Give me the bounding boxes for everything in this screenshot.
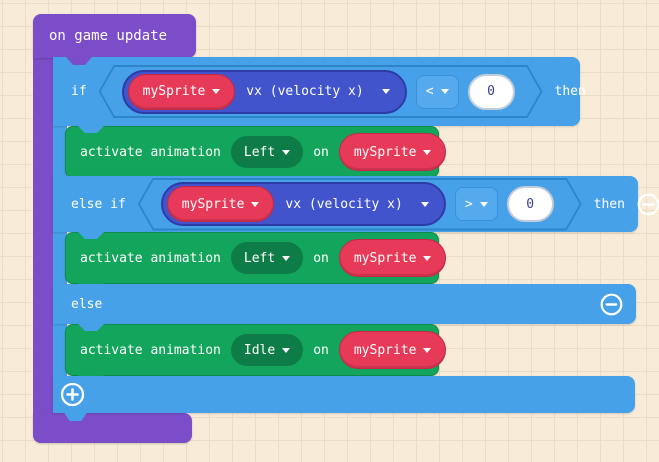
number-value: 0	[526, 196, 535, 212]
if-block-bottom-tab	[63, 411, 88, 421]
if-block-top-notch	[66, 57, 92, 65]
dropdown-caret-icon	[251, 202, 259, 207]
on-game-update-block[interactable]: on game update	[33, 14, 196, 58]
plus-icon	[60, 382, 85, 407]
dropdown-caret-icon	[423, 255, 432, 261]
minus-icon	[637, 193, 659, 215]
remove-branch-button[interactable]	[600, 293, 623, 316]
add-branch-button[interactable]	[60, 382, 85, 407]
number-value: 0	[487, 84, 495, 99]
minus-icon	[600, 293, 623, 315]
activate-animation-label: activate animation	[80, 342, 221, 358]
animation-dropdown[interactable]: Left	[230, 136, 304, 168]
property-label: vx (velocity x)	[246, 84, 364, 99]
activate-animation-block[interactable]: activate animation Left on mySprite	[65, 232, 447, 284]
dropdown-caret-icon	[282, 255, 291, 261]
then-label: then	[554, 84, 586, 99]
condition-slot: mySprite vx (velocity x) < 0	[99, 65, 543, 118]
else-row[interactable]: else	[53, 284, 636, 324]
dropdown-caret-icon	[480, 202, 488, 207]
activate-animation-block[interactable]: activate animation Left on mySprite	[65, 126, 447, 178]
operator-dropdown[interactable]: <	[416, 75, 459, 109]
dropdown-caret-icon	[423, 149, 432, 155]
condition-slot: mySprite vx (velocity x) > 0	[138, 178, 582, 231]
number-input[interactable]: 0	[468, 74, 515, 110]
animation-dropdown-label: Idle	[243, 342, 276, 358]
activate-animation-label: activate animation	[80, 250, 221, 266]
sprite-property-block[interactable]: mySprite vx (velocity x)	[161, 182, 446, 226]
dropdown-caret-icon	[212, 89, 220, 94]
on-game-update-footer[interactable]	[33, 413, 192, 443]
sprite-dropdown[interactable]: mySprite	[338, 331, 447, 369]
if-block-spine	[53, 57, 67, 413]
property-label: vx (velocity x)	[285, 196, 403, 212]
else-if-row[interactable]: else if mySprite vx (velocity x) > 0	[53, 176, 659, 232]
activate-animation-block[interactable]: activate animation Idle on mySprite	[65, 324, 447, 376]
animation-dropdown-label: Left	[243, 250, 276, 266]
on-game-update-spine	[33, 30, 53, 443]
dropdown-caret-icon	[423, 347, 432, 353]
if-header-row[interactable]: if mySprite vx (velocity x) < 0	[53, 57, 586, 126]
operator-label: >	[464, 196, 473, 212]
animation-dropdown[interactable]: Left	[230, 242, 304, 274]
event-label: on game update	[49, 28, 168, 44]
sprite-dropdown-label: mySprite	[353, 250, 417, 266]
dropdown-caret-icon[interactable]	[382, 89, 390, 94]
on-label: on	[313, 144, 329, 160]
then-label: then	[593, 196, 625, 212]
operator-label: <	[425, 84, 434, 99]
else-label: else	[71, 296, 103, 312]
sprite-dropdown-label: mySprite	[181, 196, 245, 212]
operator-dropdown[interactable]: >	[455, 187, 498, 221]
dropdown-caret-icon	[441, 89, 449, 94]
animation-dropdown-label: Left	[243, 144, 276, 160]
sprite-dropdown-label: mySprite	[142, 84, 206, 99]
number-input[interactable]: 0	[507, 186, 554, 222]
dropdown-caret-icon	[282, 347, 291, 353]
if-label: if	[71, 84, 87, 99]
sprite-dropdown-label: mySprite	[353, 144, 417, 160]
sprite-dropdown[interactable]: mySprite	[338, 239, 447, 277]
if-block-bottom-row[interactable]	[53, 376, 635, 413]
on-label: on	[313, 342, 329, 358]
on-label: on	[313, 250, 329, 266]
sprite-dropdown[interactable]: mySprite	[338, 133, 447, 171]
else-if-label: else if	[71, 196, 126, 212]
animation-dropdown[interactable]: Idle	[230, 334, 304, 366]
remove-branch-button[interactable]	[637, 193, 659, 216]
activate-animation-label: activate animation	[80, 144, 221, 160]
sprite-dropdown[interactable]: mySprite	[167, 186, 275, 222]
sprite-property-block[interactable]: mySprite vx (velocity x)	[122, 70, 407, 114]
dropdown-caret-icon[interactable]	[421, 202, 429, 207]
sprite-dropdown-label: mySprite	[353, 342, 417, 358]
dropdown-caret-icon	[282, 149, 291, 155]
sprite-dropdown[interactable]: mySprite	[128, 74, 236, 110]
